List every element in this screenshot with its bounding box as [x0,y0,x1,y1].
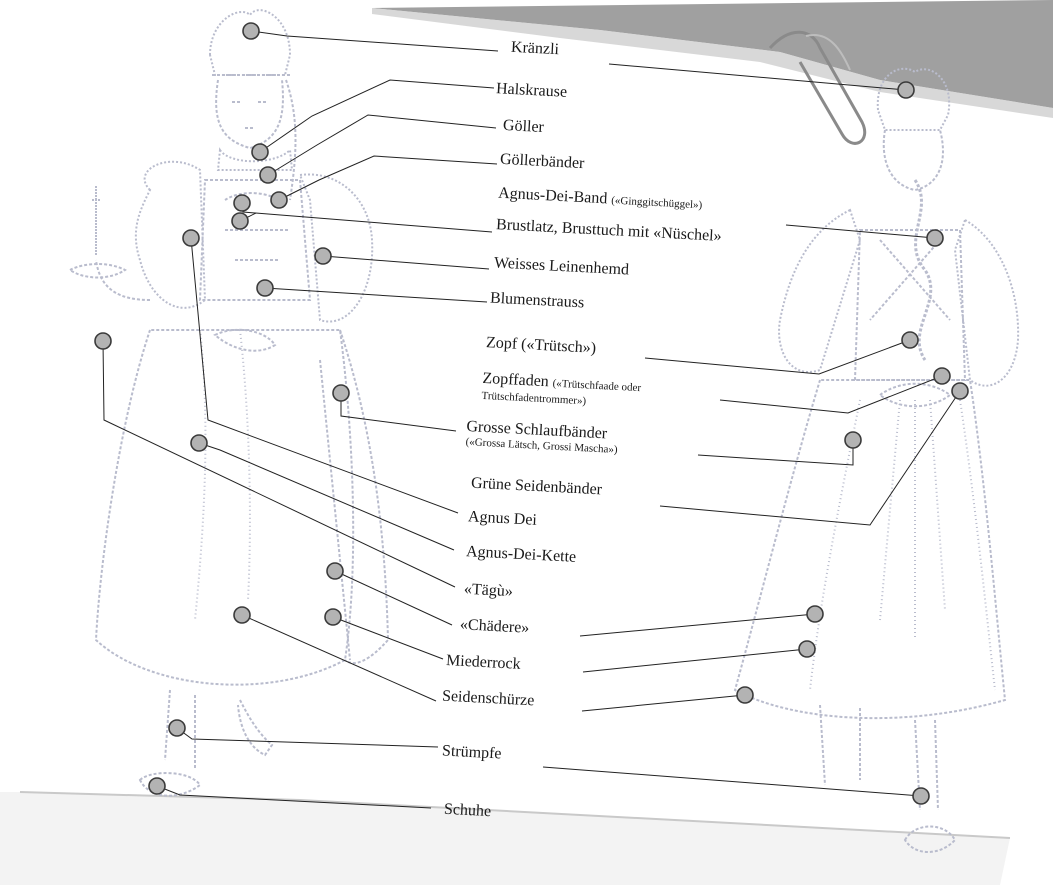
marker-taegu [95,333,111,349]
marker-kraenzli [243,23,259,39]
marker-blumenstrauss [257,280,273,296]
label-chaedere: «Chädere» [460,616,530,637]
marker-agnus-dei-band [927,230,943,246]
marker-zopf [902,332,918,348]
marker-struempfe [169,720,185,736]
label-kraenzli: Kränzli [511,39,560,58]
label-struempfe: Strümpfe [442,742,502,762]
marker-brustlatz-2 [232,213,248,229]
marker-schuhe [149,778,165,794]
marker-chaedere [327,563,343,579]
marker-halskrause [252,144,268,160]
label-taegu: «Tägù» [464,581,514,601]
marker-brustlatz-1 [234,195,250,211]
label-halskrause: Halskrause [496,80,568,101]
label-schuhe: Schuhe [444,801,492,820]
marker-seidenbaender [952,383,968,399]
marker-miederrock [325,609,341,625]
marker-goellerbaender [271,192,287,208]
marker-agnus-dei [183,230,199,246]
marker-agnus-dei-kette [191,435,207,451]
marker-schlaufbaender-back [845,432,861,448]
marker-schlaufbaender [333,385,349,401]
marker-leinenhemd [315,248,331,264]
marker-miederrock-back [799,641,815,657]
marker-goeller [260,167,276,183]
marker-chaedere-back [807,606,823,622]
marker-seidenschuerze [234,607,250,623]
marker-struempfe-back [913,788,929,804]
label-goeller: Göller [503,117,545,136]
marker-kraenzli-back [898,82,914,98]
marker-zopffaden [934,368,950,384]
label-agnus-dei: Agnus Dei [468,508,538,529]
marker-seidenschuerze-back [737,687,753,703]
